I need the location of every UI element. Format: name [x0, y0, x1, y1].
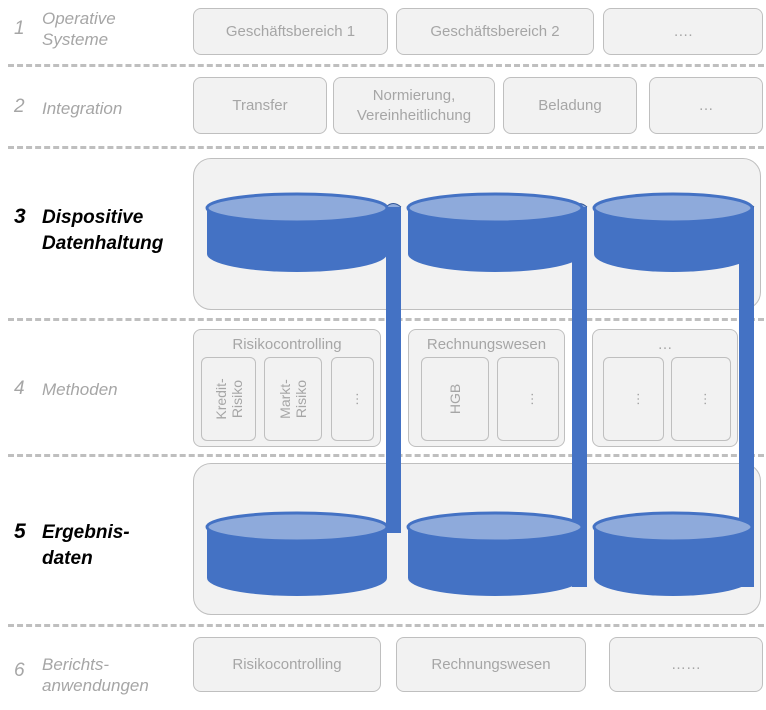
method-group-other: … … …	[592, 329, 738, 447]
layer-5-title: Ergebnis- daten	[42, 522, 130, 569]
layer-2-number: 2	[14, 96, 25, 117]
database-cylinder-bottom-2	[406, 511, 584, 596]
operative-system-box: Geschäftsbereich 2	[396, 8, 594, 55]
method-item: …	[331, 357, 374, 441]
database-cylinder-top-2	[406, 192, 584, 272]
layer-6-number: 6	[14, 660, 25, 681]
integration-box: …	[649, 77, 763, 134]
layer-4-title: Methoden	[42, 380, 118, 399]
method-group-rechnungswesen: Rechnungswesen HGB …	[408, 329, 565, 447]
layer-6-title: Berichts- anwendungen	[42, 655, 149, 695]
integration-box: Normierung, Vereinheitlichung	[333, 77, 495, 134]
method-item: Kredit- Risiko	[201, 357, 256, 441]
integration-box: Beladung	[503, 77, 637, 134]
database-cylinder-top-3	[592, 192, 754, 272]
method-group-label: Rechnungswesen	[426, 336, 547, 353]
method-group-risikocontrolling: Risikocontrolling Kredit- Risiko Markt- …	[193, 329, 381, 447]
method-item: …	[603, 357, 664, 441]
layer-4-number: 4	[14, 378, 25, 399]
pipe-1	[385, 203, 402, 533]
database-cylinder-bottom-3	[592, 511, 754, 596]
integration-box: Transfer	[193, 77, 327, 134]
report-app-box: Risikocontrolling	[193, 637, 381, 692]
method-item: Markt- Risiko	[264, 357, 322, 441]
database-cylinder-top-1	[205, 192, 389, 272]
layer-separator	[8, 64, 764, 67]
report-app-box: Rechnungswesen	[396, 637, 586, 692]
layer-2-title: Integration	[42, 99, 123, 118]
layer-3-title: Dispositive Datenhaltung	[42, 207, 164, 254]
method-item: …	[497, 357, 559, 441]
method-item: …	[671, 357, 731, 441]
layer-separator	[8, 624, 764, 627]
layer-separator	[8, 146, 764, 149]
layer-3-number: 3	[14, 205, 26, 228]
method-item: HGB	[421, 357, 489, 441]
method-group-label: …	[657, 336, 673, 353]
layer-1-number: 1	[14, 18, 25, 39]
operative-system-box: Geschäftsbereich 1	[193, 8, 388, 55]
report-app-box: ……	[609, 637, 763, 692]
database-cylinder-bottom-1	[205, 511, 389, 596]
method-group-label: Risikocontrolling	[232, 336, 342, 353]
operative-system-box: ….	[603, 8, 763, 55]
layer-5-number: 5	[14, 520, 26, 543]
layer-1-title: Operative Systeme	[42, 9, 116, 49]
